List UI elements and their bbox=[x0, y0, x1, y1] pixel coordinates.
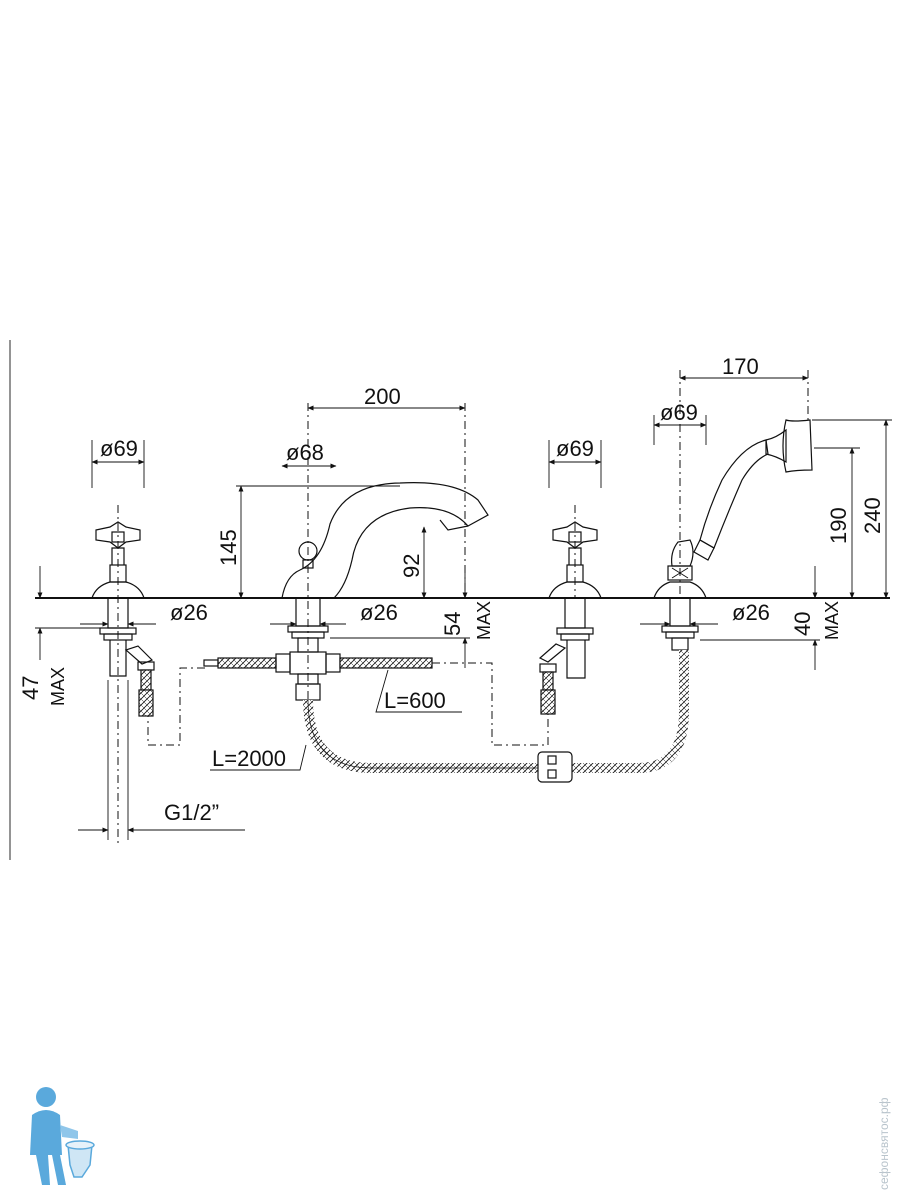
dim-l2000: L=2000 bbox=[212, 746, 286, 771]
hose-coupling bbox=[537, 751, 573, 783]
dim-dia68: ø68 bbox=[286, 440, 324, 465]
right-cross-tap bbox=[538, 505, 602, 715]
dim-thread-g12: G1/2” bbox=[164, 800, 219, 825]
shower-hose-left-outline bbox=[307, 699, 545, 769]
dim-l600: L=600 bbox=[384, 688, 446, 713]
dim-dia69-left: ø69 bbox=[100, 436, 138, 461]
dim-170: 170 bbox=[722, 354, 759, 379]
watermark-text: сефонсвятос.рф bbox=[877, 1097, 891, 1190]
dim-47: 47 bbox=[18, 676, 43, 700]
dim-47-max: MAX bbox=[48, 667, 68, 706]
left-cross-tap bbox=[91, 505, 155, 845]
dim-92: 92 bbox=[399, 554, 424, 578]
dim-40: 40 bbox=[790, 612, 815, 636]
l2000-leader bbox=[210, 744, 307, 771]
plumber-logo bbox=[30, 1087, 95, 1185]
l600-leader bbox=[375, 669, 462, 713]
hand-shower bbox=[653, 370, 813, 651]
dim-40-max: MAX bbox=[822, 601, 842, 640]
spout-mixer bbox=[203, 403, 489, 701]
supply-line-left bbox=[147, 667, 205, 746]
dim-dia26-left: ø26 bbox=[170, 600, 208, 625]
dim-dia69-mid: ø69 bbox=[556, 436, 594, 461]
dim-190: 190 bbox=[826, 507, 851, 544]
dim-dia26-center: ø26 bbox=[360, 600, 398, 625]
dim-200: 200 bbox=[364, 384, 401, 409]
supply-line-right bbox=[432, 662, 549, 746]
dim-145: 145 bbox=[216, 529, 241, 566]
dim-dia26-right: ø26 bbox=[732, 600, 770, 625]
dim-dia69-right: ø69 bbox=[660, 400, 698, 425]
dim-54-max: MAX bbox=[474, 601, 494, 640]
shower-hose-right-segment bbox=[568, 650, 689, 773]
dim-54: 54 bbox=[440, 612, 465, 636]
dim-240: 240 bbox=[860, 497, 885, 534]
